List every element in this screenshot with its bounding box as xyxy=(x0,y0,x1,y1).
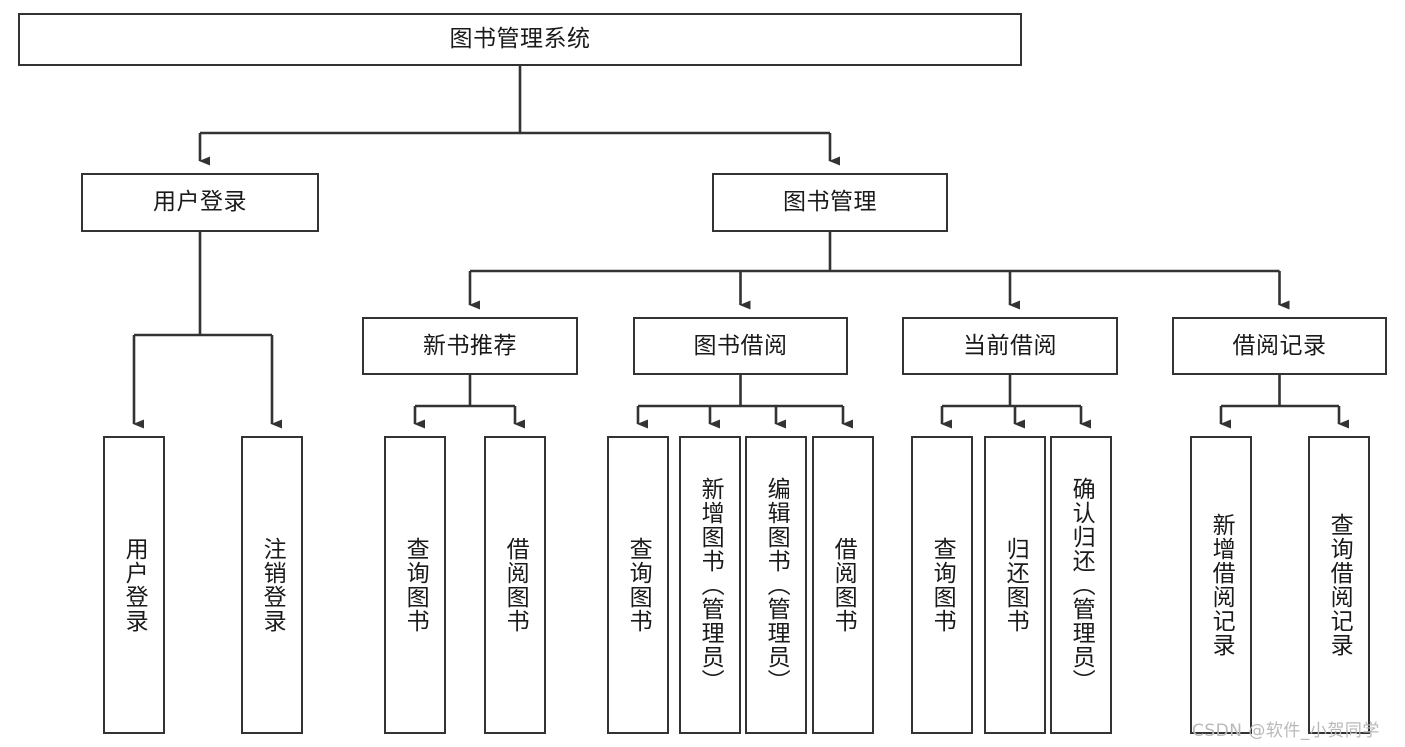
node-label: 借阅记录 xyxy=(1232,332,1327,359)
node-label: 当前借阅 xyxy=(963,332,1057,359)
node-leaf-borrow-book-1[interactable]: 借阅图书 xyxy=(484,436,546,734)
node-label: 用户登录 xyxy=(153,189,247,216)
node-leaf-add-book[interactable]: 新增图书（管理员） xyxy=(679,436,741,734)
node-book-mgmt[interactable]: 图书管理 xyxy=(712,173,948,232)
node-label: 新增图书（管理员） xyxy=(697,477,724,693)
node-user-login[interactable]: 用户登录 xyxy=(81,173,319,232)
node-leaf-query-book-1[interactable]: 查询图书 xyxy=(384,436,446,734)
node-leaf-add-record[interactable]: 新增借阅记录 xyxy=(1190,436,1252,734)
node-label: 新书推荐 xyxy=(423,332,517,359)
node-label: 查询借阅记录 xyxy=(1326,513,1353,657)
node-label: 新增借阅记录 xyxy=(1208,513,1235,657)
node-leaf-query-record[interactable]: 查询借阅记录 xyxy=(1308,436,1370,734)
node-label: 注销登录 xyxy=(259,537,286,633)
node-label: 归还图书 xyxy=(1002,537,1029,633)
node-label: 借阅图书 xyxy=(830,537,857,633)
node-label: 借阅图书 xyxy=(502,537,529,633)
node-leaf-confirm-return[interactable]: 确认归还（管理员） xyxy=(1050,436,1112,734)
node-label: 确认归还（管理员） xyxy=(1068,477,1095,693)
node-label: 图书管理系统 xyxy=(449,26,591,53)
node-label: 查询图书 xyxy=(929,537,956,633)
node-label: 图书借阅 xyxy=(693,332,788,359)
node-root[interactable]: 图书管理系统 xyxy=(18,13,1022,66)
node-book-borrow[interactable]: 图书借阅 xyxy=(633,317,848,375)
watermark-text: CSDN @软件_小贺同学 xyxy=(1192,721,1380,741)
node-label: 图书管理 xyxy=(783,189,877,216)
node-leaf-edit-book[interactable]: 编辑图书（管理员） xyxy=(745,436,807,734)
node-leaf-return-book[interactable]: 归还图书 xyxy=(984,436,1046,734)
node-new-book-rec[interactable]: 新书推荐 xyxy=(362,317,578,375)
node-label: 查询图书 xyxy=(625,537,652,633)
node-label: 查询图书 xyxy=(402,537,429,633)
node-leaf-query-book-2[interactable]: 查询图书 xyxy=(607,436,669,734)
node-label: 编辑图书（管理员） xyxy=(763,477,790,693)
node-leaf-logout[interactable]: 注销登录 xyxy=(241,436,303,734)
node-current-borrow[interactable]: 当前借阅 xyxy=(902,317,1118,375)
node-borrow-record[interactable]: 借阅记录 xyxy=(1172,317,1387,375)
node-leaf-user-login[interactable]: 用户登录 xyxy=(103,436,165,734)
node-leaf-borrow-book-2[interactable]: 借阅图书 xyxy=(812,436,874,734)
node-leaf-query-book-3[interactable]: 查询图书 xyxy=(911,436,973,734)
node-label: 用户登录 xyxy=(121,537,148,633)
